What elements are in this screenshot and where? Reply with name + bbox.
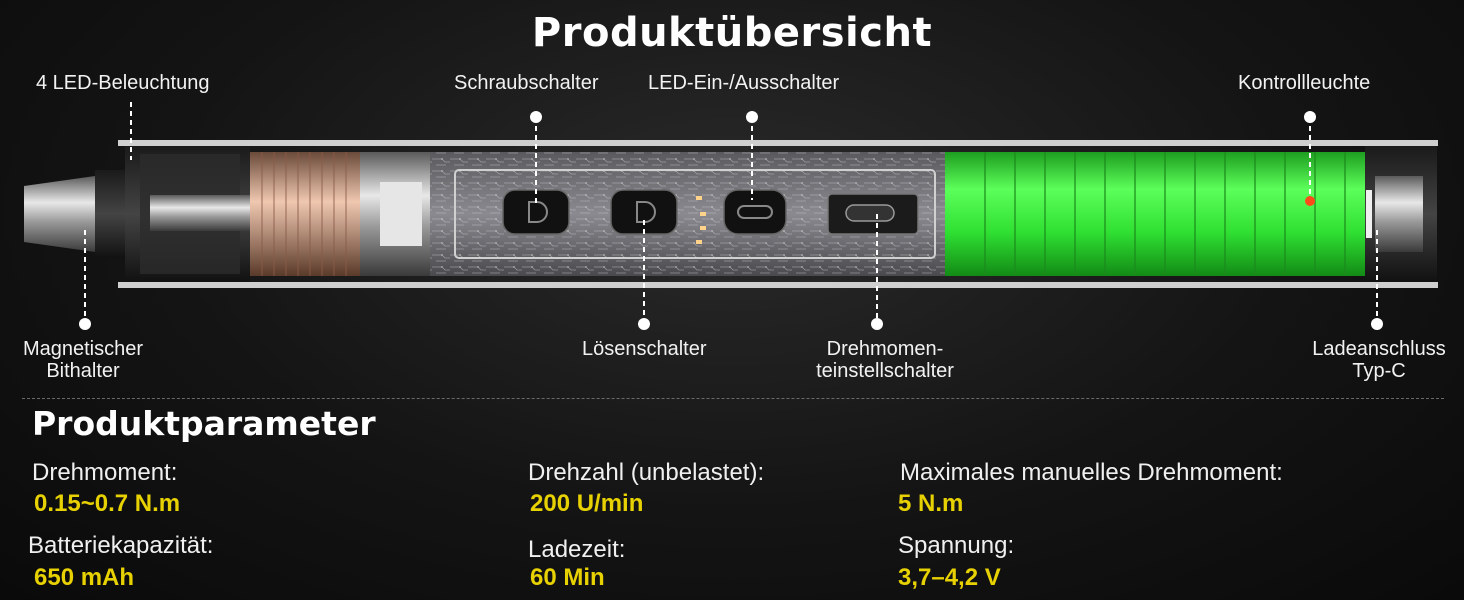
- tube-top-rail: [118, 140, 1438, 146]
- callout-magnetic-holder: Magnetischer Bithalter: [22, 338, 144, 382]
- led-switch-button: [723, 189, 787, 235]
- gearbox-block: [380, 182, 422, 246]
- param-battery-label: Batteriekapazität:: [28, 532, 214, 559]
- parameters-title: Produktparameter: [32, 404, 376, 443]
- callout-led-lighting: 4 LED-Beleuchtung: [36, 72, 210, 94]
- callout-charging-port: Ladeanschluss Typ-C: [1312, 338, 1446, 382]
- release-switch-button: [610, 189, 678, 235]
- front-rod: [150, 195, 250, 231]
- param-battery-value: 650 mAh: [34, 564, 135, 591]
- param-torque-label: Drehmoment:: [32, 459, 178, 486]
- param-torque-value: 0.15~0.7 N.m: [34, 490, 181, 517]
- param-charge-time-value: 60 Min: [530, 564, 605, 591]
- screw-switch-button: [502, 189, 570, 235]
- param-max-torque-value: 5 N.m: [898, 490, 964, 517]
- battery-cells: [984, 152, 1346, 276]
- torque-switch-button: [827, 193, 919, 235]
- board-frame: [454, 169, 936, 259]
- usb-c-port: [1375, 176, 1423, 252]
- section-divider: [22, 398, 1444, 399]
- coil-windings: [261, 152, 347, 276]
- battery: [945, 152, 1365, 276]
- callout-release-switch: Lösenschalter: [582, 338, 707, 360]
- param-speed-value: 200 U/min: [530, 490, 644, 517]
- callout-led-switch: LED-Ein-/Ausschalter: [648, 72, 840, 94]
- tip-collar: [95, 170, 127, 258]
- led-dots: [696, 196, 706, 244]
- indicator-light: [1305, 196, 1315, 206]
- param-charge-time-label: Ladezeit:: [528, 536, 626, 563]
- param-voltage-value: 3,7–4,2 V: [898, 564, 1001, 591]
- magnetic-tip: [24, 176, 95, 252]
- page-title: Produktübersicht: [531, 10, 933, 56]
- param-max-torque-label: Maximales manuelles Drehmoment:: [900, 459, 1283, 486]
- callout-indicator: Kontrollleuchte: [1238, 72, 1371, 94]
- callout-torque-switch: Drehmomen- teinstellschalter: [816, 338, 954, 382]
- callout-screw-switch: Schraubschalter: [454, 72, 599, 94]
- callout-lines: [84, 102, 1378, 322]
- param-voltage-label: Spannung:: [898, 532, 1015, 559]
- motor-coil: [250, 152, 360, 276]
- callout-dots: [79, 111, 1383, 330]
- param-speed-label: Drehzahl (unbelastet):: [528, 459, 765, 486]
- tube-bottom-rail: [118, 282, 1438, 288]
